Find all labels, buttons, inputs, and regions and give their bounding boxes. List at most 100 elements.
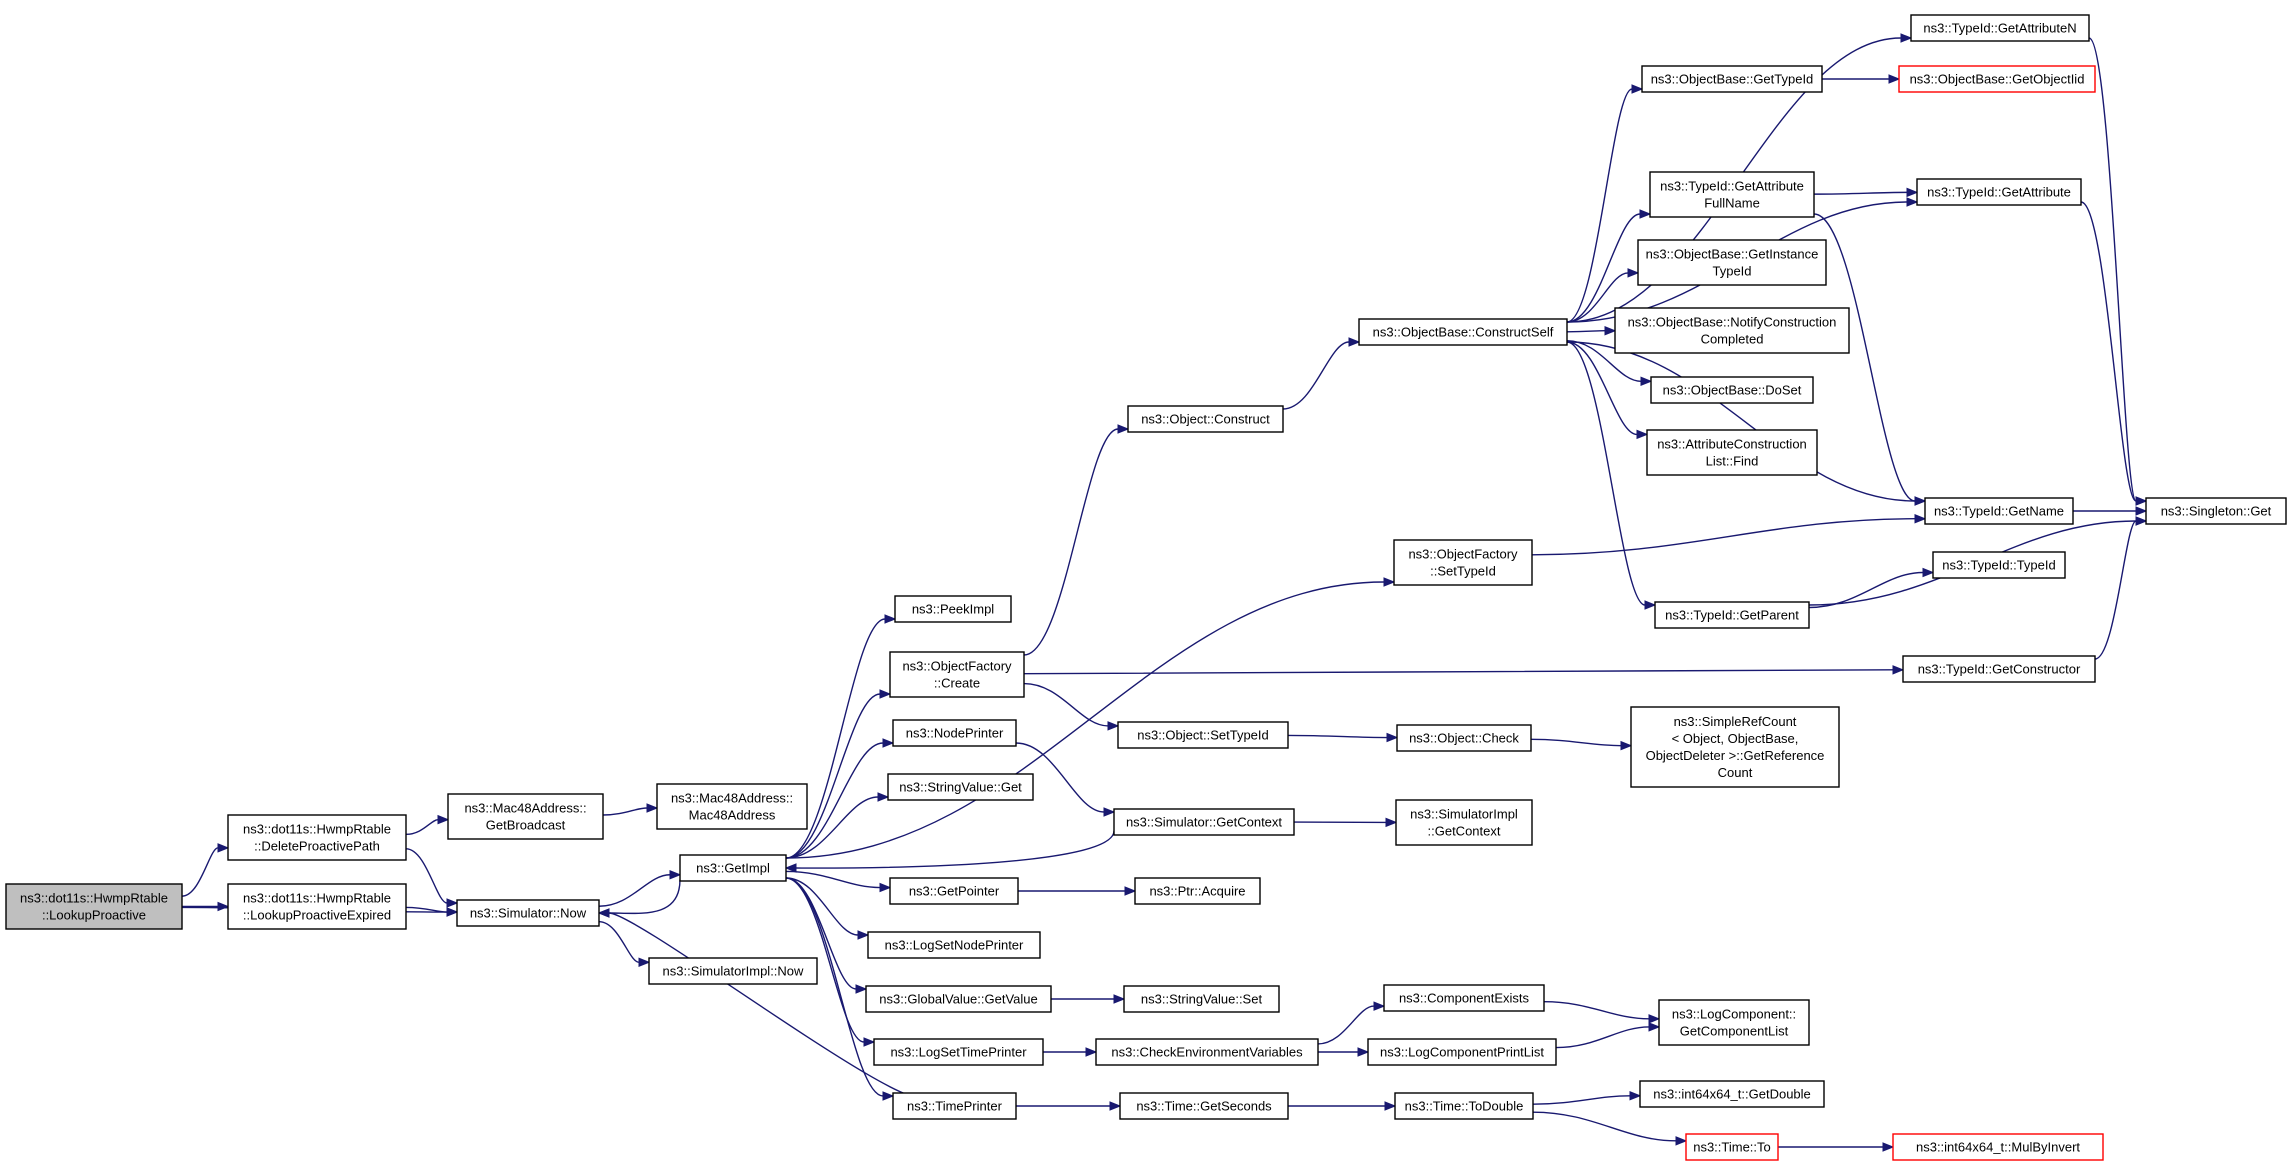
node-tid-typeid[interactable]: ns3::TypeId::TypeId — [1932, 551, 2066, 579]
edge-arrowhead — [446, 907, 459, 917]
node-obj-check[interactable]: ns3::Object::Check — [1396, 724, 1532, 752]
node-ob-constructself[interactable]: ns3::ObjectBase::ConstructSelf — [1358, 318, 1568, 346]
node-gv-getvalue[interactable]: ns3::GlobalValue::GetValue — [865, 985, 1052, 1013]
node-box — [648, 957, 818, 985]
node-logsetnodeprinter[interactable]: ns3::LogSetNodePrinter — [867, 931, 1041, 959]
node-ob-gettypeid[interactable]: ns3::ObjectBase::GetTypeId — [1641, 65, 1823, 93]
node-simplerefcount[interactable]: ns3::SimpleRefCount< Object, ObjectBase,… — [1630, 706, 1840, 788]
edge-obj-construct-to-ob-constructself — [1282, 337, 1361, 410]
node-box — [1650, 376, 1814, 404]
edge-arrowhead — [855, 984, 868, 994]
node-obj-construct[interactable]: ns3::Object::Construct — [1127, 405, 1284, 433]
node-int64-getdouble[interactable]: ns3::int64x64_t::GetDouble — [1639, 1080, 1825, 1108]
edge-line — [181, 847, 219, 897]
node-box — [1910, 14, 2090, 42]
edge-arrowhead — [1085, 1047, 1098, 1057]
node-singleton-get[interactable]: ns3::Singleton::Get — [2145, 497, 2287, 525]
node-getimpl[interactable]: ns3::GetImpl — [679, 854, 787, 882]
edge-ob-constructself-to-tid-getname — [1566, 341, 1927, 506]
node-sim-now[interactable]: ns3::Simulator::Now — [456, 899, 600, 927]
node-tid-getparent[interactable]: ns3::TypeId::GetParent — [1654, 601, 1810, 629]
edge-sim-getcontext-to-getimpl — [784, 830, 1115, 873]
edge-ob-constructself-to-tid-getattrfullname — [1566, 209, 1652, 323]
node-label: ns3::GlobalValue::GetValue — [879, 992, 1038, 1007]
node-box — [1127, 405, 1284, 433]
node-get-broadcast[interactable]: ns3::Mac48Address::GetBroadcast — [447, 793, 604, 840]
edge-line — [785, 693, 881, 859]
edge-time-to-to-int64-mulbyinvert — [1778, 1142, 1895, 1152]
node-label: ns3::TypeId::GetAttribute — [1927, 185, 2071, 200]
node-ob-getobjectiid[interactable]: ns3::ObjectBase::GetObjectIid — [1898, 65, 2096, 93]
node-of-create[interactable]: ns3::ObjectFactory::Create — [889, 651, 1025, 698]
node-stringvalue-get[interactable]: ns3::StringValue::Get — [887, 773, 1034, 801]
node-ob-notifyconstruction[interactable]: ns3::ObjectBase::NotifyConstructionCompl… — [1614, 307, 1850, 354]
edge-arrowhead — [1648, 1014, 1661, 1024]
node-time-getseconds[interactable]: ns3::Time::GetSeconds — [1119, 1092, 1289, 1120]
edge-line — [785, 877, 859, 936]
node-logcomponentprintlist[interactable]: ns3::LogComponentPrintList — [1367, 1038, 1557, 1066]
edge-ob-gettypeid-to-ob-getobjectiid — [1822, 74, 1901, 84]
node-ob-doset[interactable]: ns3::ObjectBase::DoSet — [1650, 376, 1814, 404]
edge-line — [608, 879, 681, 915]
edge-arrowhead — [2135, 506, 2148, 516]
edge-line — [1555, 1026, 1650, 1049]
node-peekimpl[interactable]: ns3::PeekImpl — [894, 595, 1012, 623]
edge-ob-constructself-to-ob-gettypeid — [1566, 84, 1644, 323]
edge-arrowhead — [1386, 732, 1399, 743]
edge-line — [785, 870, 881, 889]
node-ptr-acquire[interactable]: ns3::Ptr::Acquire — [1134, 877, 1261, 905]
node-lookup-expired[interactable]: ns3::dot11s::HwmpRtable::LookupProactive… — [227, 883, 407, 930]
node-tid-getattribute[interactable]: ns3::TypeId::GetAttribute — [1916, 178, 2082, 206]
node-label: ns3::Ptr::Acquire — [1149, 884, 1245, 899]
edge-arrowhead — [1892, 665, 1905, 675]
node-tid-getattributen[interactable]: ns3::TypeId::GetAttributeN — [1910, 14, 2090, 42]
node-timeprinter[interactable]: ns3::TimePrinter — [892, 1092, 1017, 1120]
node-label: ::LookupProactive — [42, 908, 146, 923]
edge-arrowhead — [1107, 721, 1120, 731]
node-getpointer[interactable]: ns3::GetPointer — [889, 877, 1019, 905]
node-mac48-ctor[interactable]: ns3::Mac48Address::Mac48Address — [656, 783, 808, 830]
node-label: ns3::dot11s::HwmpRtable — [20, 891, 168, 906]
edge-of-create-to-obj-construct — [1023, 424, 1130, 656]
edge-arrowhead — [217, 843, 230, 853]
node-componentexists[interactable]: ns3::ComponentExists — [1383, 984, 1545, 1012]
edge-arrowhead — [1604, 325, 1617, 336]
node-delete-proactive[interactable]: ns3::dot11s::HwmpRtable::DeleteProactive… — [227, 814, 407, 861]
node-time-todouble[interactable]: ns3::Time::ToDouble — [1394, 1092, 1534, 1120]
edge-obj-settypeid-to-obj-check — [1287, 732, 1399, 743]
edge-arrowhead — [1648, 1022, 1661, 1032]
edge-arrowhead — [1922, 567, 1935, 578]
node-box — [1630, 706, 1840, 788]
node-logcomp-getlist[interactable]: ns3::LogComponent::GetComponentList — [1658, 999, 1810, 1046]
node-label: ::DeleteProactivePath — [254, 839, 380, 854]
edge-arrowhead — [1124, 886, 1137, 896]
node-simimpl-now[interactable]: ns3::SimulatorImpl::Now — [648, 957, 818, 985]
node-simimpl-getcontext[interactable]: ns3::SimulatorImpl::GetContext — [1395, 799, 1533, 846]
edge-line — [1566, 341, 1916, 502]
node-sim-getcontext[interactable]: ns3::Simulator::GetContext — [1113, 808, 1295, 836]
node-label: ns3::NodePrinter — [906, 726, 1004, 741]
node-nodeprinter[interactable]: ns3::NodePrinter — [892, 719, 1017, 747]
edge-get-broadcast-to-mac48-ctor — [602, 803, 659, 816]
edge-line — [1530, 738, 1622, 747]
node-label: ns3::TypeId::TypeId — [1942, 558, 2055, 573]
node-obj-settypeid[interactable]: ns3::Object::SetTypeId — [1117, 721, 1289, 749]
edge-arrowhead — [1384, 1101, 1397, 1111]
node-label: TypeId — [1712, 264, 1751, 279]
edge-ob-constructself-to-tid-getparent — [1566, 341, 1657, 610]
node-logsettimeprinter[interactable]: ns3::LogSetTimePrinter — [873, 1038, 1044, 1066]
node-tid-getname[interactable]: ns3::TypeId::GetName — [1924, 497, 2074, 525]
node-tid-getconstructor[interactable]: ns3::TypeId::GetConstructor — [1902, 655, 2096, 683]
node-of-settypeid[interactable]: ns3::ObjectFactory::SetTypeId — [1393, 539, 1533, 586]
node-time-to[interactable]: ns3::Time::To — [1685, 1133, 1779, 1161]
edge-arrowhead — [1373, 1001, 1386, 1011]
node-sv-set[interactable]: ns3::StringValue::Set — [1123, 985, 1280, 1013]
node-checkenv[interactable]: ns3::CheckEnvironmentVariables — [1095, 1038, 1319, 1066]
edge-arrowhead — [217, 901, 230, 912]
edge-line — [785, 618, 886, 859]
edge-ob-constructself-to-acl-find — [1566, 341, 1649, 440]
node-int64-mulbyinvert[interactable]: ns3::int64x64_t::MulByInvert — [1892, 1133, 2104, 1161]
